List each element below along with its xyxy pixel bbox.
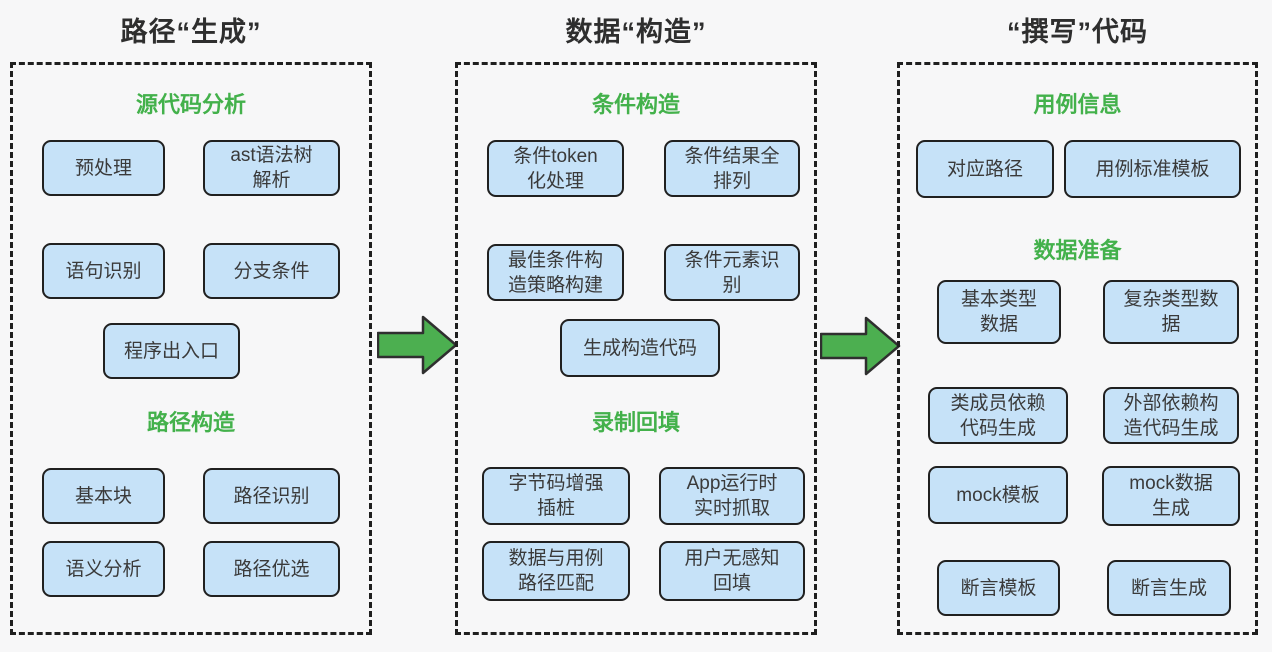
panel-write-code: 用例信息 对应路径 用例标准模板 数据准备 基本类型 数据 复杂类型数 据 类成… (897, 62, 1258, 635)
flow-step-box: ast语法树 解析 (203, 140, 340, 196)
flow-step-box: 程序出入口 (103, 323, 240, 379)
section-header-condition-construction: 条件构造 (591, 92, 680, 117)
flow-step-box: 断言模板 (937, 560, 1060, 616)
column-title-path-generation: 路径“生成” (120, 17, 262, 47)
panel-path-generation: 源代码分析 预处理 ast语法树 解析 语句识别 分支条件 程序出入口 路径构造… (10, 62, 372, 635)
flow-step-box: 预处理 (42, 140, 165, 196)
right-arrow-icon (377, 315, 458, 375)
flow-step-box: 字节码增强 插桩 (482, 467, 630, 525)
section-header-record-backfill: 录制回填 (591, 410, 680, 435)
column-title-data-construction: 数据“构造” (565, 17, 707, 47)
flow-step-box: 语义分析 (42, 541, 165, 597)
flow-step-box: 基本类型 数据 (937, 280, 1061, 344)
flow-step-box: 对应路径 (916, 140, 1054, 198)
flow-step-box: 路径优选 (203, 541, 340, 597)
flow-step-box: 生成构造代码 (560, 319, 720, 377)
section-header-data-preparation: 数据准备 (1033, 238, 1122, 263)
flow-step-box: 复杂类型数 据 (1103, 280, 1239, 344)
flow-step-box: 用例标准模板 (1064, 140, 1241, 198)
section-header-case-info: 用例信息 (1033, 92, 1122, 117)
flow-step-box: 类成员依赖 代码生成 (928, 387, 1068, 444)
flow-step-box: 条件元素识 别 (664, 244, 800, 301)
flow-step-box: App运行时 实时抓取 (659, 467, 805, 525)
flow-step-box: 条件结果全 排列 (664, 140, 800, 197)
right-arrow-icon (820, 316, 901, 376)
flow-step-box: 用户无感知 回填 (659, 541, 805, 601)
flow-step-box: 基本块 (42, 468, 165, 524)
panel-data-construction: 条件构造 条件token 化处理 条件结果全 排列 最佳条件构 造策略构建 条件… (455, 62, 817, 635)
flow-step-box: 语句识别 (42, 243, 165, 299)
flow-step-box: 条件token 化处理 (487, 140, 624, 197)
flow-step-box: 分支条件 (203, 243, 340, 299)
flow-step-box: 最佳条件构 造策略构建 (487, 244, 624, 301)
flow-step-box: 断言生成 (1107, 560, 1231, 616)
section-header-path-construction: 路径构造 (146, 410, 235, 435)
flow-step-box: mock数据 生成 (1102, 466, 1240, 526)
flow-step-box: 路径识别 (203, 468, 340, 524)
section-header-source-analysis: 源代码分析 (135, 92, 246, 117)
column-title-write-code: “撰写”代码 (1007, 17, 1148, 47)
flow-step-box: mock模板 (928, 466, 1068, 524)
flow-step-box: 数据与用例 路径匹配 (482, 541, 630, 601)
flow-step-box: 外部依赖构 造代码生成 (1103, 387, 1239, 444)
